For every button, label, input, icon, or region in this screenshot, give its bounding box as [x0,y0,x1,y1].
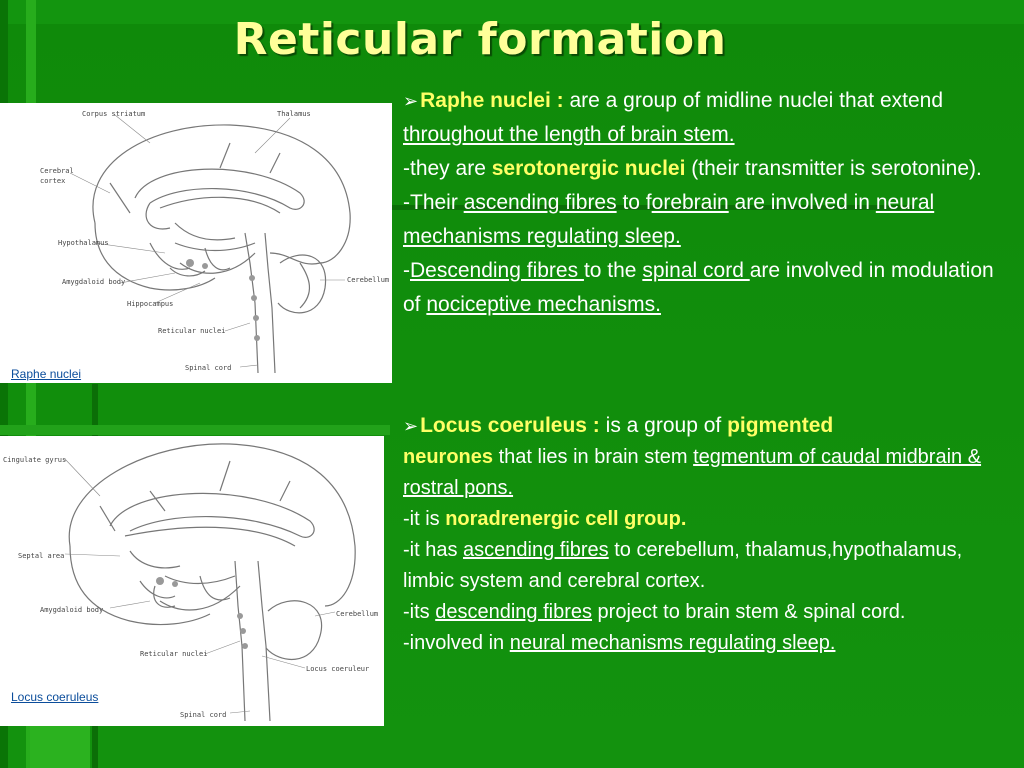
underlined-term: Descending fibres [410,259,584,282]
underlined-term: neural mechanisms regulating sleep. [403,191,935,248]
raphe-paragraph: -Their ascending fibres to forebrain are… [403,186,1013,254]
label-amygdaloid-body: Amygdaloid body [40,606,104,614]
label-locus-coeruleus: Locus coeruleur [306,665,370,673]
locus-paragraph: -involved in neural mechanisms regulatin… [403,628,1013,659]
underlined-term: spinal cord [642,259,750,282]
label-spinal-cord: Spinal cord [185,364,232,372]
locus-heading: Locus coeruleus : [420,414,600,437]
raphe-nuclei-figure: Corpus striatum Thalamus Cerebral cortex… [0,103,392,383]
brain-sagittal-diagram [69,114,351,374]
label-corpus-striatum: Corpus striatum [82,110,146,118]
text-span: -involved in [403,632,510,654]
label-spinal-cord: Spinal cord [180,711,227,719]
text-span: -it is [403,508,446,530]
text-span: - [403,259,410,282]
label-reticular-nuclei: Reticular nuclei [140,650,208,658]
text-span: is a group of [599,414,728,437]
text-span: to f [616,191,652,214]
label-septal-area: Septal area [18,552,65,560]
arrow-bullet-icon: ➢ [403,416,419,436]
locus-coeruleus-caption[interactable]: Locus coeruleus [11,690,99,704]
label-hippocampus: Hippocampus [127,300,174,308]
locus-paragraph: neurones that lies in brain stem tegment… [403,442,1013,504]
text-span: are involved in [728,191,876,214]
label-hypothalamus: Hypothalamus [58,239,109,247]
brain-sagittal-diagram [64,443,356,722]
label-cortex: cortex [40,177,66,185]
text-span: are a group of midline nuclei that exten… [563,89,944,112]
text-span: are involved in modulation of [403,259,994,316]
highlight-term: serotonergic nuclei [491,157,686,180]
text-span: (their transmitter is serotonine). [685,157,982,180]
text-span: -its [403,601,436,623]
underlined-term: throughout the length of brain stem. [403,123,735,146]
highlight-term: neurones [403,446,494,468]
locus-coeruleus-figure: Cingulate gyrus Septal area Amygdaloid b… [0,436,384,726]
slide-title: Reticular formation [233,14,727,65]
locus-coeruleus-text: ➢Locus coeruleus : is a group of pigment… [403,410,1013,659]
raphe-heading: Raphe nuclei : [420,89,564,112]
underlined-term: orebrain [651,191,729,214]
text-span: -Their [403,191,464,214]
decor-bar [26,0,36,768]
raphe-nuclei-text: ➢Raphe nuclei : are a group of midline n… [403,84,1013,322]
label-cingulate-gyrus: Cingulate gyrus [3,456,67,464]
highlight-term: pigmented [727,414,834,437]
label-thalamus: Thalamus [277,110,311,118]
label-cerebellum: Cerebellum [336,610,379,618]
raphe-paragraph: -they are serotonergic nuclei (their tra… [403,152,1013,186]
underlined-term: tegmentum of caudal midbrain & rostral p… [403,446,982,499]
raphe-paragraph: -Descending fibres to the spinal cord ar… [403,254,1013,322]
text-span: to cerebellum, thalamus,hypothalamus, li… [403,539,963,592]
label-cerebral: Cerebral [40,167,74,175]
underlined-term: descending fibres [435,601,592,623]
raphe-nuclei-caption[interactable]: Raphe nuclei [11,367,82,381]
text-span: project to brain stem & spinal cord. [592,601,906,623]
locus-paragraph: ➢Locus coeruleus : is a group of pigment… [403,410,1013,442]
text-span: to the [583,259,643,282]
decor-bar [0,0,8,768]
decor-bar [0,425,390,435]
highlight-term: noradrenergic cell group. [445,508,687,530]
label-amygdaloid-body: Amygdaloid body [62,278,126,286]
decor-bar [0,0,1024,24]
underlined-term: ascending fibres [463,539,609,561]
raphe-paragraph: ➢Raphe nuclei : are a group of midline n… [403,84,1013,152]
underlined-term: nociceptive mechanisms. [426,293,661,316]
text-span: -they are [403,157,492,180]
label-cerebellum: Cerebellum [347,276,390,284]
text-span: -it has [403,539,464,561]
locus-paragraph: -its descending fibres project to brain … [403,597,1013,628]
underlined-term: neural mechanisms regulating sleep. [509,632,836,654]
text-span: that lies in brain stem [493,446,694,468]
underlined-term: ascending fibres [463,191,617,214]
decor-bar [30,720,90,768]
arrow-bullet-icon: ➢ [403,91,419,111]
decor-bar [385,205,915,210]
locus-paragraph: -it is noradrenergic cell group. [403,504,1013,535]
locus-paragraph: -it has ascending fibres to cerebellum, … [403,535,1013,597]
label-reticular-nuclei: Reticular nuclei [158,327,226,335]
